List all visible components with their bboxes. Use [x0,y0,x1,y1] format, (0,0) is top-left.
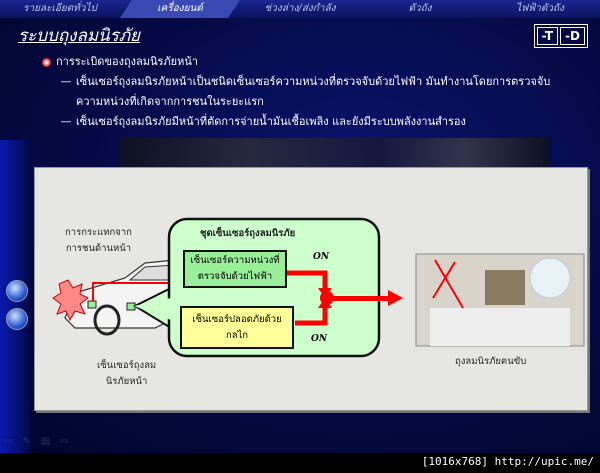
slide: รายละเอียดทั่วไป เครื่องยนต์ ช่วงล่าง/ส่… [0,0,600,453]
pen-icon[interactable]: ✎ [22,436,31,447]
bullet-sub2: เซ็นเซอร์ถุงลมนิรภัยมีหน้าที่ตัดการจ่ายน… [76,115,466,128]
airbag-photo [415,253,585,347]
t-button[interactable]: -T [536,27,559,45]
home-icon[interactable] [6,308,28,330]
mechanical-safing-sensor-box: เซ็นเซอร์ปลอดภัยด้วยกลไก [180,306,294,349]
nav-general[interactable]: รายละเอียดทั่วไป [23,3,97,14]
page-title: ระบบถุงลมนิรภัย [18,26,140,46]
dash-icon: — [60,115,72,128]
back-arrow-icon[interactable]: ⇦ [4,436,13,447]
forward-arrow-icon[interactable]: ⇨ [60,436,69,447]
electric-decel-sensor-box: เซ็นเซอร์ความหน่วงที่ตรวจจับด้วยไฟฟ้า [183,250,287,288]
globe-icon[interactable] [6,280,28,302]
front-sensor-label: เซ็นเซอร์ถุงลมนิรภัยหน้า [97,360,157,387]
watermark: [1016x768] http://upic.me/ [421,455,594,468]
bullet-sub1-cont: ความหน่วงที่เกิดจากการชนในระยะแรก [76,95,264,108]
menu-icon[interactable]: ▤ [40,436,51,447]
on-label-2: ON [311,334,328,344]
d-button[interactable]: -D [560,27,585,45]
top-nav: รายละเอียดทั่วไป เครื่องยนต์ ช่วงล่าง/ส่… [0,0,600,18]
dash-icon: — [60,75,72,88]
model-toggle: -T -D [533,24,588,48]
bullet-sub1: เซ็นเซอร์ถุงลมนิรภัยหน้าเป็นชนิดเซ็นเซอร… [76,75,551,88]
front-sensor-icon [87,300,97,309]
bullet-row: — เซ็นเซอร์ถุงลมนิรภัยมีหน้าที่ตัดการจ่า… [36,112,594,132]
nav-body[interactable]: ตัวถัง [408,3,432,14]
bullet-icon [41,58,51,67]
side-bar [0,140,30,453]
on-label-1: ON [313,252,330,262]
arrow-to-airbag [388,290,403,306]
bullet-main: การระเบิดของถุงลมนิรภัยหน้า [56,55,199,68]
nav-engine[interactable]: เครื่องยนต์ [120,0,240,18]
bottom-toolbar: ⇦ ✎ ▤ ⇨ [4,436,69,447]
diagram-panel: การกระแทกจากการชนด้านหน้า ชุดเซ็นเซอร์ถุ… [34,167,588,411]
and-gate-dot [320,291,334,305]
nav-chassis[interactable]: ช่วงล่าง/ส่งกำลัง [264,3,336,14]
driver-airbag-label: ถุงลมนิรภัยคนขับ [455,356,527,367]
background-car-image [120,138,550,168]
bullet-list: การระเบิดของถุงลมนิรภัยหน้า — เซ็นเซอร์ถ… [36,52,594,132]
bullet-row: การระเบิดของถุงลมนิรภัยหน้า [36,52,594,72]
nav-body-electrical[interactable]: ไฟฟ้าตัวถัง [516,3,564,14]
bullet-row: — เซ็นเซอร์ถุงลมนิรภัยหน้าเป็นชนิดเซ็นเซ… [36,72,594,112]
unit-sensor-icon [126,302,136,311]
impact-label: การกระแทกจากการชนด้านหน้า [65,227,132,254]
impact-burst [52,279,89,322]
unit-title: ชุดเซ็นเซอร์ถุงลมนิรภัย [200,228,296,239]
